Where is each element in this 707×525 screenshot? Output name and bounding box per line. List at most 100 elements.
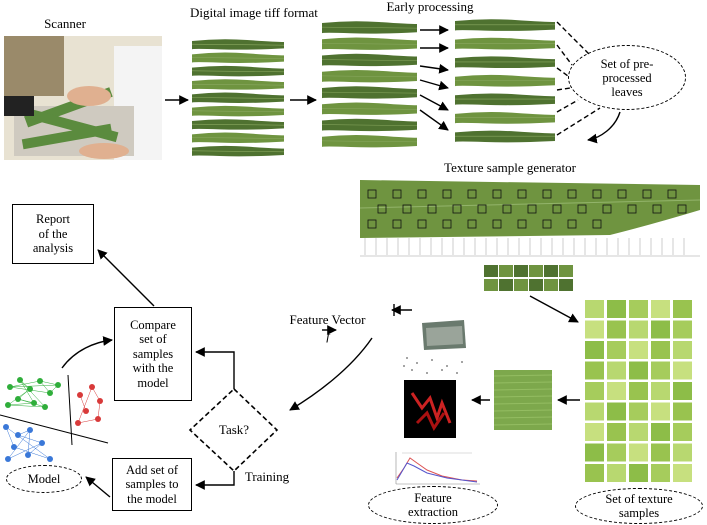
sample-window xyxy=(467,219,477,229)
sample-window xyxy=(427,204,437,214)
graph-edge xyxy=(13,446,51,460)
leaf-vein xyxy=(360,199,700,209)
texture-line xyxy=(494,395,552,398)
small-tile xyxy=(559,265,573,277)
texture-tile xyxy=(629,464,648,482)
texture-tile xyxy=(673,402,692,421)
graph-edge xyxy=(27,442,43,456)
separator-line xyxy=(67,375,73,446)
leaf-vein xyxy=(192,97,284,99)
texture-tile xyxy=(651,320,670,339)
sample-window xyxy=(542,219,552,229)
texture-tile xyxy=(607,464,626,482)
graph-node xyxy=(39,440,45,446)
texture-tile xyxy=(607,341,626,359)
model-graph xyxy=(0,375,110,465)
texture-line xyxy=(494,416,552,419)
graph-node xyxy=(25,452,31,458)
graph-node xyxy=(47,390,53,396)
training-label: Training xyxy=(244,469,290,484)
small-tile xyxy=(514,279,528,291)
graph-node xyxy=(7,384,13,390)
graph-edge xyxy=(9,384,59,388)
scanner-label: Scanner xyxy=(44,16,86,31)
texture-tile xyxy=(673,320,692,339)
graph-edge xyxy=(77,418,99,424)
texture-samples-node: Set of texture samples xyxy=(575,488,703,524)
sample-window xyxy=(492,189,502,199)
graph-node xyxy=(3,424,9,430)
texture-tile xyxy=(673,382,692,400)
graph-node xyxy=(75,420,81,426)
graph-node xyxy=(17,377,23,383)
graph-node xyxy=(55,382,61,388)
graph-edge xyxy=(77,386,93,424)
texture-line xyxy=(494,423,552,426)
sample-window xyxy=(667,189,677,199)
texture-sample-generator-label: Texture sample generator xyxy=(444,160,576,175)
graph-edge xyxy=(5,426,51,460)
texture-samples-grid xyxy=(585,300,695,485)
sample-window xyxy=(492,219,502,229)
texture-tile xyxy=(673,300,692,318)
leaf-vein xyxy=(322,75,417,78)
sample-window xyxy=(442,189,452,199)
graph-node xyxy=(5,402,11,408)
sample-window xyxy=(577,204,587,214)
sample-window xyxy=(567,189,577,199)
preprocessed-leaves-node: Set of pre- processed leaves xyxy=(568,45,686,110)
texture-tile xyxy=(651,361,670,380)
small-tile xyxy=(484,265,498,277)
texture-tile xyxy=(629,300,648,318)
texture-tile xyxy=(673,464,692,482)
small-tile xyxy=(484,279,498,291)
graph-edge xyxy=(5,426,15,448)
sample-window xyxy=(652,204,662,214)
leaf-vein xyxy=(322,108,417,110)
texture-tile xyxy=(651,464,670,482)
leaf-vein xyxy=(322,140,417,143)
texture-tile xyxy=(585,341,604,359)
sample-window xyxy=(402,204,412,214)
texture-tile xyxy=(629,382,648,400)
graph-edge xyxy=(7,402,35,406)
sample-window xyxy=(377,204,387,214)
texture-tile xyxy=(585,402,604,421)
graph-edge xyxy=(17,434,43,444)
texture-tile xyxy=(607,402,626,421)
graph-node xyxy=(97,398,103,404)
texture-tile xyxy=(607,361,626,380)
scanner-photo xyxy=(4,36,162,160)
texture-generator-leaf xyxy=(360,180,700,260)
graph-node xyxy=(89,384,95,390)
graph-node xyxy=(47,456,53,462)
graph-edge xyxy=(39,380,59,386)
texture-tile xyxy=(607,423,626,441)
texture-line xyxy=(494,409,552,412)
small-tile xyxy=(544,279,558,291)
leaf-vein xyxy=(322,91,417,94)
texture-line xyxy=(494,381,552,384)
leaf-vein xyxy=(192,57,284,59)
leaf-vein xyxy=(192,43,284,46)
sample-window xyxy=(592,189,602,199)
sample-window xyxy=(527,204,537,214)
leaf-vein xyxy=(322,26,417,29)
texture-line xyxy=(494,388,552,391)
graph-node xyxy=(27,386,33,392)
texture-tile xyxy=(629,341,648,359)
sample-window xyxy=(452,204,462,214)
graph-edge xyxy=(19,379,46,408)
feature-extraction-images xyxy=(392,318,482,488)
graph-node xyxy=(42,404,48,410)
small-tile xyxy=(499,279,513,291)
sample-window xyxy=(592,219,602,229)
leaf-vein xyxy=(322,43,417,45)
graph-edge xyxy=(97,400,101,420)
small-tile xyxy=(499,265,513,277)
digital-image-label: Digital image tiff format xyxy=(190,5,318,20)
graph-node xyxy=(83,408,89,414)
texture-tile xyxy=(673,361,692,380)
sample-window xyxy=(367,189,377,199)
texture-sample xyxy=(494,370,552,430)
